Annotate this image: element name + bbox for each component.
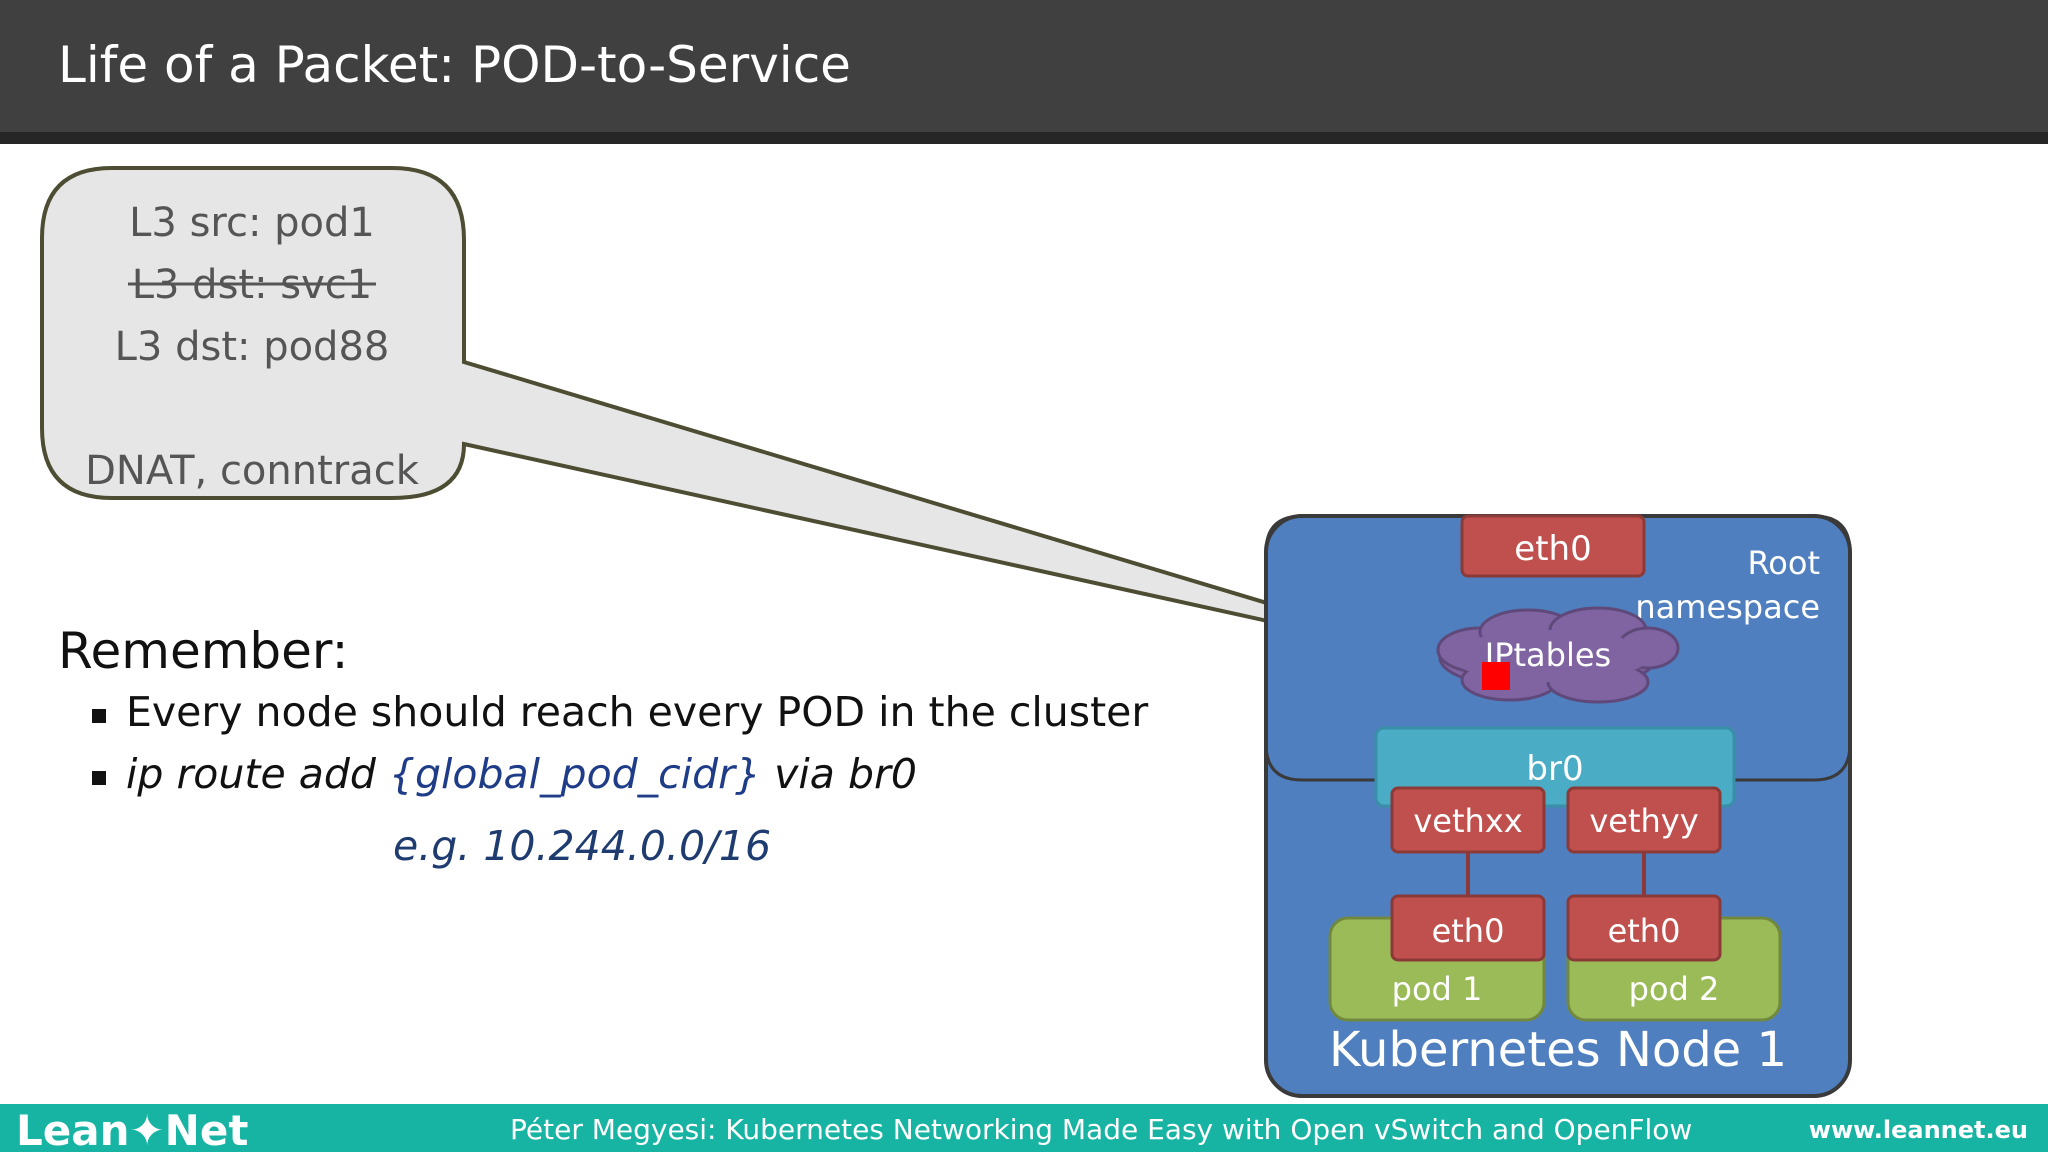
callout-src-line: L3 src: pod1	[129, 200, 375, 246]
bullet-reachability: Every node should reach every POD in the…	[58, 688, 1148, 750]
bullet-ip-route-suffix: via br0	[761, 750, 917, 798]
leannet-logo: Lean✦Net	[16, 1106, 249, 1155]
pod2-label: pod 2	[1629, 970, 1720, 1008]
website-url[interactable]: www.leannet.eu	[1808, 1116, 2028, 1144]
network-diagram: L3 src: pod1 L3 dst: svc1 L3 dst: pod88 …	[40, 166, 1852, 1098]
slide-header: Life of a Packet: POD-to-Service	[0, 0, 2048, 144]
root-namespace-label-line2: namespace	[1635, 588, 1820, 626]
callout-dst-line: L3 dst: pod88	[115, 324, 390, 370]
packet-callout: L3 src: pod1 L3 dst: svc1 L3 dst: pod88 …	[40, 166, 1491, 672]
bullet-square-icon	[92, 709, 106, 723]
bullet-ip-route-cidr: {global_pod_cidr}	[388, 750, 762, 798]
bullet-reachability-text: Every node should reach every POD in the…	[126, 688, 1149, 736]
bullet-square-icon	[92, 771, 106, 785]
slide-footer: Lean✦Net Péter Megyesi: Kubernetes Netwo…	[0, 1104, 2048, 1155]
pod2-eth0-label: eth0	[1608, 912, 1681, 950]
root-namespace-boundary	[1264, 514, 1852, 782]
callout-shape	[40, 166, 1491, 672]
pod2-eth0-interface	[1566, 894, 1722, 962]
kubernetes-node: eth0 Root namespace IPtables br0 vethxx …	[1264, 514, 1852, 1098]
br0-label: br0	[1526, 749, 1583, 789]
pod1-label: pod 1	[1392, 970, 1483, 1008]
presenter-credit: Péter Megyesi: Kubernetes Networking Mad…	[510, 1113, 1693, 1146]
root-eth0-interface	[1460, 514, 1646, 578]
slide-title: Life of a Packet: POD-to-Service	[58, 36, 851, 94]
remember-list: Every node should reach every POD in the…	[58, 688, 1148, 812]
pod1-eth0-label: eth0	[1432, 912, 1505, 950]
pod1-eth0-interface	[1390, 894, 1546, 962]
callout-nat-line: DNAT, conntrack	[85, 448, 420, 494]
cidr-example: e.g. 10.244.0.0/16	[393, 822, 772, 870]
bullet-ip-route-prefix: ip route add	[126, 750, 389, 798]
node-name-label: Kubernetes Node 1	[1329, 1022, 1787, 1078]
vethxx-label: vethxx	[1413, 802, 1522, 840]
vethyy-label: vethyy	[1589, 802, 1698, 840]
root-namespace-label-line1: Root	[1748, 544, 1821, 582]
remember-heading: Remember:	[58, 622, 349, 680]
remember-section: Remember: Every node should reach every …	[58, 622, 1148, 870]
bullet-ip-route: ip route add {global_pod_cidr} via br0	[58, 750, 1148, 812]
packet-marker	[1482, 662, 1510, 690]
root-eth0-label: eth0	[1514, 529, 1591, 569]
